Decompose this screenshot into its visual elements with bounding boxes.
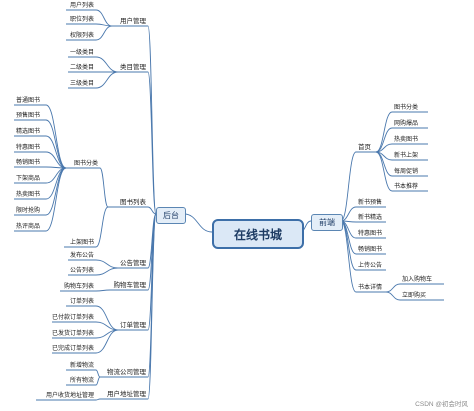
edge-frontend-6-leaf-1 bbox=[385, 291, 401, 301]
backend-3-item-0[interactable]: 发布公告 bbox=[69, 253, 94, 259]
frontend-6-subitem-0[interactable]: 加入购物车 bbox=[402, 277, 433, 283]
frontend-0-subitem-3[interactable]: 新书上架 bbox=[394, 153, 419, 159]
edge-backend-0 bbox=[147, 25, 157, 215]
edge-backend-2 bbox=[147, 206, 157, 215]
backend-5-item-1[interactable]: 已付款订单列表 bbox=[51, 315, 94, 321]
center-node[interactable]: 在线书城 bbox=[212, 219, 304, 249]
frontend-item-1[interactable]: 新书预售 bbox=[358, 200, 383, 206]
edge-center-backend bbox=[183, 213, 213, 233]
backend-5-item-3[interactable]: 已完成订单列表 bbox=[51, 346, 94, 352]
backend-1-item-2[interactable]: 三级类目 bbox=[69, 81, 94, 87]
frontend-item-2[interactable]: 新书精选 bbox=[358, 215, 383, 221]
backend-0-item-1[interactable]: 职位列表 bbox=[69, 17, 94, 23]
frontend-item-6[interactable]: 书本详情 bbox=[358, 285, 383, 291]
edge-backend-0-leaf-2 bbox=[95, 25, 113, 41]
edge-backend-1-leaf-0 bbox=[95, 56, 119, 73]
backend-category-5[interactable]: 订单管理 bbox=[120, 322, 146, 329]
book-shelf-node[interactable]: 上架图书 bbox=[69, 240, 94, 246]
backend-3-item-1[interactable]: 公告列表 bbox=[69, 268, 94, 274]
frontend-node[interactable]: 前端 bbox=[311, 214, 343, 231]
edge-backend-5 bbox=[147, 213, 157, 331]
backend-category-7[interactable]: 用户地址管理 bbox=[107, 391, 146, 398]
backend-1-item-1[interactable]: 二级类目 bbox=[69, 65, 94, 71]
edge-backend-5-leaf-3 bbox=[95, 329, 119, 354]
backend-6-item-1[interactable]: 所有物流 bbox=[69, 378, 94, 384]
edge-frontend-6-leaf-0 bbox=[385, 283, 401, 293]
edge-backend-3-leaf-1 bbox=[95, 267, 119, 276]
frontend-item-4[interactable]: 畅销图书 bbox=[358, 247, 383, 253]
book-genre-6[interactable]: 热卖图书 bbox=[16, 192, 41, 198]
edge-book-category bbox=[99, 167, 109, 208]
backend-category-2[interactable]: 图书列表 bbox=[120, 199, 146, 206]
edge-backend-0-leaf-0 bbox=[95, 9, 113, 27]
edge-book-shelf bbox=[95, 206, 109, 248]
edge-frontend-0 bbox=[340, 151, 357, 222]
backend-node[interactable]: 后台 bbox=[156, 207, 186, 224]
edge-backend-1-leaf-2 bbox=[95, 71, 119, 89]
edge-backend-7 bbox=[147, 213, 157, 400]
edge-backend-7-leaf-0 bbox=[95, 398, 101, 401]
edge-frontend-0-leaf-1 bbox=[375, 127, 393, 153]
frontend-item-5[interactable]: 上传公告 bbox=[358, 263, 383, 269]
book-genre-7[interactable]: 限时抢购 bbox=[16, 208, 41, 214]
book-genre-4[interactable]: 畅销图书 bbox=[16, 160, 41, 166]
book-genre-2[interactable]: 精选图书 bbox=[16, 129, 41, 135]
edge-backend-1 bbox=[147, 71, 157, 215]
backend-1-item-0[interactable]: 一级类目 bbox=[69, 50, 94, 56]
book-genre-5[interactable]: 下架商品 bbox=[16, 176, 41, 182]
frontend-0-subitem-2[interactable]: 热卖图书 bbox=[394, 137, 419, 143]
book-genre-0[interactable]: 普通图书 bbox=[16, 98, 41, 104]
frontend-0-subitem-0[interactable]: 图书分类 bbox=[394, 105, 419, 111]
edge-backend-6-leaf-1 bbox=[95, 376, 101, 386]
book-genre-8[interactable]: 热评商品 bbox=[16, 224, 41, 230]
frontend-0-subitem-4[interactable]: 每周促销 bbox=[394, 169, 419, 175]
frontend-item-0[interactable]: 首页 bbox=[358, 144, 371, 151]
backend-category-4[interactable]: 购物车管理 bbox=[113, 282, 147, 289]
edge-frontend-0-leaf-0 bbox=[375, 111, 393, 153]
backend-5-item-0[interactable]: 订单列表 bbox=[69, 299, 94, 305]
watermark: CSDN @初会时风 bbox=[415, 401, 468, 408]
backend-0-item-0[interactable]: 用户列表 bbox=[69, 3, 94, 9]
edge-book-genre-1 bbox=[45, 119, 67, 169]
edge-backend-4-leaf-0 bbox=[95, 289, 111, 292]
book-genre-3[interactable]: 特惠图书 bbox=[16, 145, 41, 151]
edge-backend-3-leaf-0 bbox=[95, 259, 119, 269]
backend-6-item-0[interactable]: 新增物流 bbox=[69, 363, 94, 369]
edge-backend-5-leaf-0 bbox=[95, 305, 119, 331]
backend-category-3[interactable]: 公告管理 bbox=[120, 260, 146, 267]
frontend-0-subitem-1[interactable]: 网购爆品 bbox=[394, 121, 419, 127]
backend-0-item-2[interactable]: 权限列表 bbox=[69, 33, 94, 39]
backend-category-6[interactable]: 物流公司管理 bbox=[107, 369, 146, 376]
edge-book-genre-2 bbox=[45, 135, 67, 169]
frontend-item-3[interactable]: 特惠图书 bbox=[358, 231, 383, 237]
edge-book-genre-8 bbox=[45, 167, 67, 232]
frontend-6-subitem-1[interactable]: 立即购买 bbox=[402, 293, 427, 299]
frontend-0-subitem-5[interactable]: 书本推荐 bbox=[394, 184, 419, 190]
backend-7-item-0[interactable]: 用户收货地址管理 bbox=[45, 393, 94, 399]
edge-frontend-5 bbox=[340, 220, 357, 271]
edge-backend-6-leaf-0 bbox=[95, 369, 101, 378]
edge-frontend-0-leaf-5 bbox=[375, 151, 393, 192]
backend-5-item-2[interactable]: 已发货订单列表 bbox=[51, 331, 94, 337]
backend-category-1[interactable]: 类目管理 bbox=[120, 64, 146, 71]
book-category-node[interactable]: 图书分类 bbox=[73, 161, 98, 167]
edge-frontend-6 bbox=[340, 220, 357, 293]
edge-backend-4 bbox=[147, 213, 157, 291]
edge-book-genre-0 bbox=[45, 104, 67, 169]
book-genre-1[interactable]: 预售图书 bbox=[16, 113, 41, 119]
backend-category-0[interactable]: 用户管理 bbox=[120, 18, 146, 25]
backend-4-item-0[interactable]: 购物车列表 bbox=[63, 284, 94, 290]
edge-book-genre-6 bbox=[45, 167, 67, 200]
